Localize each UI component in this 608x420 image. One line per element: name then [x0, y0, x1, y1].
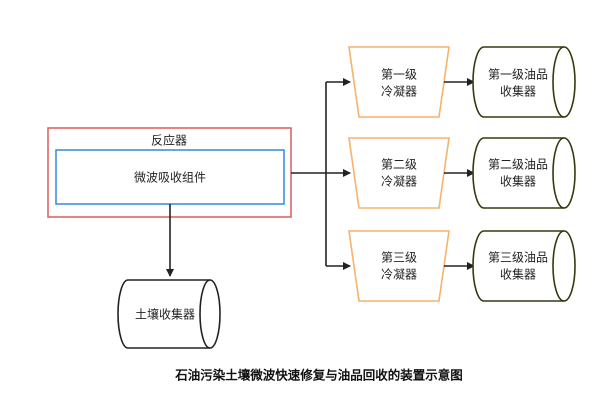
oil-collector-3-label-line1: 第三级油品: [488, 251, 548, 265]
oil-collector-3-label-line2: 收集器: [500, 267, 536, 282]
condenser-3-label-line1: 第三级: [381, 251, 417, 265]
condenser-2: [348, 137, 450, 209]
condenser-3: [348, 230, 450, 302]
soil-collector-label: 土壤收集器: [135, 307, 195, 322]
condenser-1: [348, 46, 450, 118]
condenser-1-label-line1: 第一级: [381, 68, 417, 82]
condenser-2-label-line2: 冷凝器: [381, 174, 417, 189]
oil-collector-2: [472, 137, 576, 209]
condenser-2-label-line1: 第二级: [381, 158, 417, 172]
condenser-1-label-line2: 冷凝器: [381, 84, 417, 99]
diagram-caption: 石油污染土壤微波快速修复与油品回收的装置示意图: [174, 368, 463, 383]
reactor-label: 反应器: [151, 133, 187, 148]
oil-collector-1: [472, 46, 576, 118]
soil-collector: [117, 279, 221, 349]
oil-collector-3: [472, 230, 576, 302]
microwave-module-label: 微波吸收组件: [134, 171, 206, 185]
oil-collector-2-label-line2: 收集器: [500, 174, 536, 189]
condenser-3-label-line2: 冷凝器: [381, 267, 417, 282]
oil-collector-1-label-line1: 第一级油品: [488, 68, 548, 82]
oil-collector-2-label-line1: 第二级油品: [488, 158, 548, 172]
oil-collector-1-label-line2: 收集器: [500, 84, 536, 99]
